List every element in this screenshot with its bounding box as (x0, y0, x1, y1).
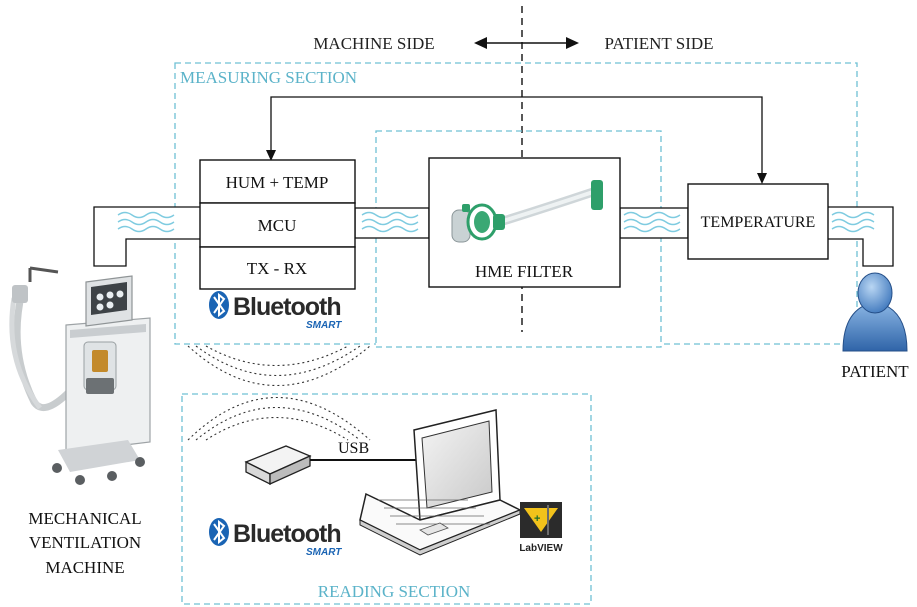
bluetooth-logo-bottom: Bluetooth SMART (209, 518, 342, 558)
bluetooth-logo-top: Bluetooth SMART (209, 291, 342, 331)
labview-label: LabVIEW (519, 543, 563, 554)
hum-temp-label: HUM + TEMP (226, 173, 329, 192)
txrx-label: TX - RX (247, 259, 307, 278)
txrx-box (199, 246, 356, 290)
mcu-box (199, 202, 356, 248)
reading-section-box (181, 393, 592, 605)
ventilation-machine-icon (9, 266, 151, 485)
tube-patient-outlet (828, 206, 894, 267)
double-arrow (474, 37, 579, 49)
measuring-unit: HUM + TEMP MCU TX - RX (199, 159, 356, 290)
measuring-section-label: MEASURING SECTION (180, 68, 357, 87)
white-mask-under-measuring (376, 332, 661, 352)
mcu-label: MCU (258, 216, 297, 235)
bluetooth-smart-bottom: SMART (306, 547, 342, 558)
tube-machine-inlet (93, 206, 200, 267)
patient-label: PATIENT (841, 362, 909, 381)
usb-dongle-icon (244, 445, 312, 486)
machine-label-line3: MACHINE (45, 558, 124, 577)
svg-text:+: + (534, 513, 540, 525)
bluetooth-word-bottom: Bluetooth (233, 520, 341, 548)
feedback-loop-arrow (266, 96, 767, 184)
usb-label: USB (338, 440, 369, 457)
patient-icon (842, 272, 908, 352)
patient-side-label: PATIENT SIDE (604, 34, 713, 53)
inner-section-box (375, 130, 662, 348)
reading-section-label: READING SECTION (318, 582, 471, 601)
hme-filter-label: HME FILTER (475, 262, 574, 281)
machine-side-label: MACHINE SIDE (313, 34, 434, 53)
temperature-box (687, 183, 829, 260)
machine-label-line2: VENTILATION (29, 533, 141, 552)
labview-logo: + LabVIEW (519, 502, 563, 554)
hme-filter-icon (451, 180, 603, 243)
bluetooth-word-top: Bluetooth (233, 293, 341, 321)
hum-temp-box (199, 159, 356, 204)
temperature-label: TEMPERATURE (701, 214, 816, 231)
laptop-icon (359, 409, 522, 556)
airflow-waves (117, 211, 875, 233)
bluetooth-smart-top: SMART (306, 320, 342, 331)
machine-label-line1: MECHANICAL (28, 509, 141, 528)
wireless-signal-lines (187, 345, 371, 441)
